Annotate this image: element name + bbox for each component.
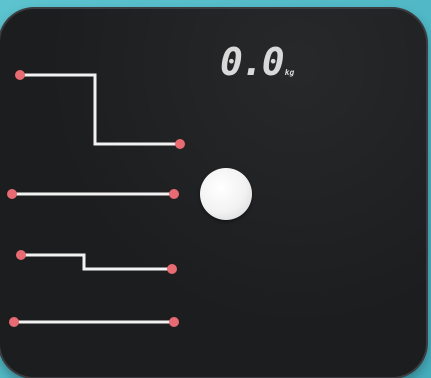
callout-line-1	[20, 75, 180, 144]
callout-dot-3a	[16, 250, 26, 260]
callout-dot-4b	[169, 317, 179, 327]
callout-dot-2b	[169, 189, 179, 199]
callout-line-3	[21, 255, 172, 269]
callout-dot-2a	[7, 189, 17, 199]
callout-dot-1b	[175, 139, 185, 149]
callout-dot-3b	[167, 264, 177, 274]
callout-dot-1a	[15, 70, 25, 80]
callout-dot-4a	[9, 317, 19, 327]
